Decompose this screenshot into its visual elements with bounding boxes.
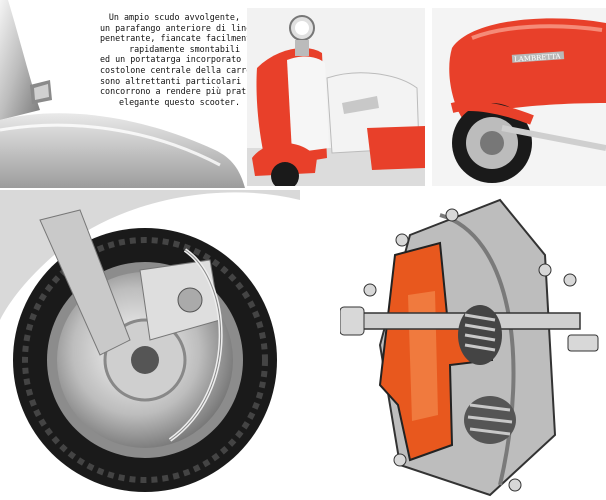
lambretta-badge: LAMBRETTA	[514, 52, 562, 63]
caption-line: Un ampio scudo avvolgente,	[108, 12, 240, 22]
scooter-front-photo	[247, 8, 425, 186]
caption-line: concorrono a rendere più pratico ed	[100, 86, 277, 97]
caption-line: penetrante, fiancate facilmente e	[100, 33, 267, 44]
caption-line: costolone centrale della carrozzeria	[100, 64, 282, 75]
front-wheel-photo	[0, 190, 300, 500]
hub-cutaway-illustration	[340, 195, 606, 500]
feature-caption: Un ampio scudo avvolgente, un parafango …	[100, 12, 282, 107]
caption-line: sono altrettanti particolari che	[100, 75, 262, 86]
caption-line: elegante questo scooter.	[118, 96, 240, 107]
caption-line: rapidamente smontabili	[129, 43, 240, 54]
caption-line: un parafango anteriore di linea	[100, 22, 257, 33]
caption-line: ed un portatarga incorporato nel	[100, 54, 262, 65]
front-fender-photo	[0, 0, 245, 188]
scooter-rear-photo: LAMBRETTA	[432, 8, 606, 186]
